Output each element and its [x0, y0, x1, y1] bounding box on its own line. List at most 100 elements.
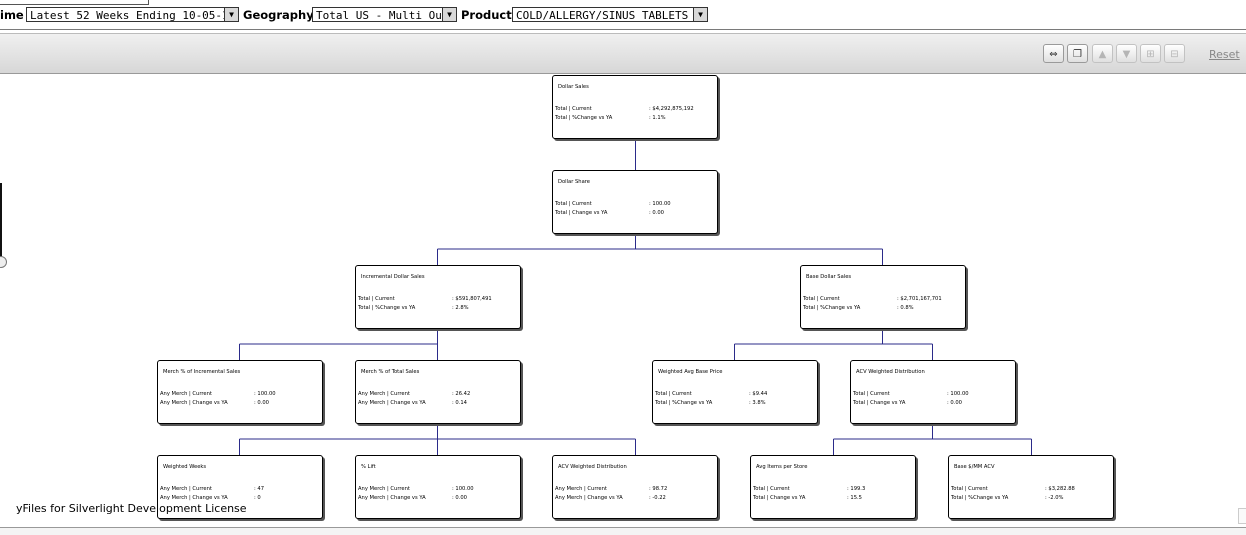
edge-incremental-children	[239, 329, 438, 361]
metric-value: : 2.8%	[452, 305, 469, 311]
overview-icon: ❐	[1073, 49, 1082, 60]
node-merch-pct-incremental[interactable]: Merch % of Incremental Sales Any Merch |…	[157, 360, 323, 424]
metric-value: : 15.5	[847, 495, 862, 501]
metric-value: : $2,701,167,701	[897, 296, 942, 302]
node-title: Incremental Dollar Sales	[361, 274, 425, 280]
metric-value: : 100.00	[947, 391, 969, 397]
metric-label: Total | Current	[358, 296, 395, 302]
node-title: Base Dollar Sales	[806, 274, 852, 280]
arrow-down-icon: ▼	[1122, 49, 1131, 60]
node-avg-items-per-store[interactable]: Avg Items per Store Total | Current : 19…	[750, 455, 916, 519]
metric-value: : 1.1%	[649, 115, 666, 121]
metric-label: Total | Change vs YA	[753, 495, 806, 501]
scroll-corner	[1238, 508, 1246, 524]
node-weighted-weeks[interactable]: Weighted Weeks Any Merch | Current : 47 …	[157, 455, 323, 519]
metric-label: Any Merch | Change vs YA	[160, 400, 228, 406]
fit-to-screen-button[interactable]: ⇔	[1043, 44, 1064, 63]
metric-value: : 0.00	[947, 400, 962, 406]
node-incremental-dollar-sales[interactable]: Incremental Dollar Sales Total | Current…	[355, 265, 521, 329]
tree-connectors	[239, 138, 1032, 456]
metric-value: : 0.00	[254, 400, 269, 406]
metric-value: : 0.00	[649, 210, 664, 216]
overview-button[interactable]: ❐	[1067, 44, 1088, 63]
chevron-down-icon: ▼	[442, 8, 456, 21]
node-title: Dollar Share	[558, 179, 590, 185]
metric-value: : 0.14	[452, 400, 467, 406]
node-base-dollar-sales[interactable]: Base Dollar Sales Total | Current : $2,7…	[800, 265, 966, 329]
metric-label: Total | Current	[753, 486, 790, 492]
tab-outline	[0, 0, 149, 5]
metric-label: Any Merch | Change vs YA	[555, 495, 623, 501]
expand-button[interactable]: ⊞	[1140, 44, 1161, 63]
node-dollar-sales[interactable]: Dollar Sales Total | Current : $4,292,87…	[552, 75, 718, 139]
metric-value: : 26.42	[452, 391, 471, 397]
expand-icon: ⊞	[1146, 49, 1155, 60]
edge-base-children	[734, 329, 933, 361]
metric-value: : 0.8%	[897, 305, 914, 311]
time-select[interactable]: Latest 52 Weeks Ending 10-05-14 ▼	[26, 7, 239, 22]
geography-select[interactable]: Total US - Multi Outlet ▼	[312, 7, 457, 22]
node-pct-lift[interactable]: % Lift Any Merch | Current : 100.00 Any …	[355, 455, 521, 519]
metric-label: Any Merch | Current	[160, 391, 212, 397]
metric-label: Total | Current	[555, 201, 592, 207]
metric-label: Total | %Change vs YA	[555, 115, 613, 121]
metric-value: : 100.00	[254, 391, 276, 397]
metric-value: : 100.00	[452, 486, 474, 492]
move-up-button[interactable]: ▲	[1092, 44, 1113, 63]
metric-label: Any Merch | Current	[358, 391, 410, 397]
metric-label: Any Merch | Current	[555, 486, 607, 492]
filter-bar: ime Latest 52 Weeks Ending 10-05-14 ▼ Ge…	[0, 0, 1246, 30]
node-title: Merch % of Incremental Sales	[163, 369, 241, 375]
node-title: Merch % of Total Sales	[361, 369, 420, 375]
node-title: % Lift	[361, 464, 376, 470]
time-select-value: Latest 52 Weeks Ending 10-05-14	[30, 9, 236, 22]
collapse-button[interactable]: ⊟	[1164, 44, 1185, 63]
node-acv-weighted-distribution[interactable]: ACV Weighted Distribution Total | Curren…	[850, 360, 1016, 424]
node-acv-weighted-distribution-merch[interactable]: ACV Weighted Distribution Any Merch | Cu…	[552, 455, 718, 519]
chevron-down-icon: ▼	[693, 8, 707, 21]
product-select-value: COLD/ALLERGY/SINUS TABLETS	[516, 9, 689, 22]
node-base-dollar-mm-acv[interactable]: Base $/MM ACV Total | Current : $3,282.8…	[948, 455, 1114, 519]
metric-value: : 199.3	[847, 486, 866, 492]
horizontal-scrollbar[interactable]	[0, 527, 1246, 535]
metric-label: Total | Current	[853, 391, 890, 397]
zoom-slider-track[interactable]	[0, 183, 2, 261]
node-title: ACV Weighted Distribution	[856, 369, 925, 375]
node-weighted-avg-base-price[interactable]: Weighted Avg Base Price Total | Current …	[652, 360, 818, 424]
chevron-down-icon: ▼	[224, 8, 238, 21]
metric-value: : $4,292,875,192	[649, 106, 694, 112]
metric-label: Total | Current	[655, 391, 692, 397]
geography-label: Geography	[243, 8, 314, 22]
metric-value: : 47	[254, 486, 264, 492]
metric-label: Any Merch | Current	[358, 486, 410, 492]
metric-label: Any Merch | Change vs YA	[358, 495, 426, 501]
move-down-button[interactable]: ▼	[1116, 44, 1137, 63]
metric-label: Any Merch | Change vs YA	[358, 400, 426, 406]
metric-label: Any Merch | Change vs YA	[160, 495, 228, 501]
metric-value: : 0	[254, 495, 261, 501]
geography-select-value: Total US - Multi Outlet	[316, 9, 457, 22]
node-title: Weighted Avg Base Price	[658, 369, 723, 375]
node-dollar-share[interactable]: Dollar Share Total | Current : 100.00 To…	[552, 170, 718, 234]
metric-value: : $3,282.88	[1045, 486, 1075, 492]
edge-dollar-share-children	[437, 234, 883, 266]
reset-link[interactable]: Reset	[1209, 48, 1240, 61]
node-title: Dollar Sales	[558, 84, 589, 90]
metric-label: Total | %Change vs YA	[358, 305, 416, 311]
node-merch-pct-total[interactable]: Merch % of Total Sales Any Merch | Curre…	[355, 360, 521, 424]
node-title: Weighted Weeks	[163, 464, 207, 470]
product-label: Product	[461, 8, 512, 22]
metric-label: Total | Change vs YA	[555, 210, 608, 216]
node-title: Avg Items per Store	[756, 464, 808, 470]
tree-canvas[interactable]: Dollar Sales Total | Current : $4,292,87…	[0, 73, 1246, 528]
product-select[interactable]: COLD/ALLERGY/SINUS TABLETS ▼	[512, 7, 708, 22]
metric-value: : -2.0%	[1045, 495, 1064, 501]
edge-merch-total-children	[239, 424, 636, 456]
metric-value: : $591,807,491	[452, 296, 492, 302]
tree-toolbar: ⇔ ❐ ▲ ▼ ⊞ ⊟ Reset	[0, 33, 1246, 74]
metric-label: Total | %Change vs YA	[951, 495, 1009, 501]
metric-value: : $9.44	[749, 391, 768, 397]
metric-label: Any Merch | Current	[160, 486, 212, 492]
metric-value: : 3.8%	[749, 400, 766, 406]
metric-label: Total | Current	[951, 486, 988, 492]
